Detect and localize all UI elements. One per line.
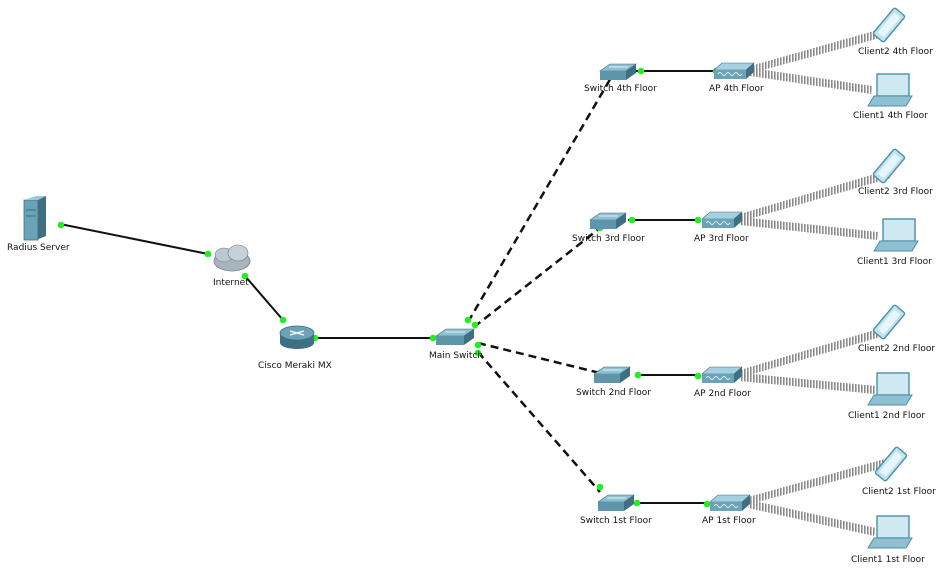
client1-3rd-floor-node[interactable]: Client1 3rd Floor (857, 218, 932, 267)
meraki-mx-label: Cisco Meraki MX (258, 361, 332, 371)
port-up-dot (204, 250, 212, 258)
client2-3rd-floor-label: Client2 3rd Floor (858, 187, 933, 197)
access-point-icon (701, 211, 743, 228)
link-main-switch3[interactable] (473, 227, 601, 328)
laptop-icon (867, 515, 913, 549)
port-up-dot (637, 67, 645, 75)
switch-icon (435, 328, 475, 345)
ap-4th-floor-node[interactable]: AP 4th Floor (709, 62, 764, 94)
port-status-layer (57, 67, 720, 508)
switch-icon (589, 212, 627, 229)
ap-2nd-floor-node[interactable]: AP 2nd Floor (694, 366, 751, 399)
wireless-link-ap3-client1 (740, 217, 878, 240)
meraki-mx-node[interactable]: Cisco Meraki MX (258, 325, 332, 371)
switch-3rd-floor-label: Switch 3rd Floor (572, 234, 645, 244)
link-internet-meraki[interactable] (244, 275, 284, 321)
switch-2nd-floor-label: Switch 2nd Floor (576, 388, 651, 398)
link-radius-internet[interactable] (59, 223, 209, 255)
port-up-dot (279, 316, 287, 324)
link-main-switch2[interactable] (477, 341, 601, 375)
client1-4th-floor-node[interactable]: Client1 4th Floor (853, 73, 928, 121)
client1-2nd-floor-label: Client1 2nd Floor (848, 411, 925, 421)
port-up-dot (474, 349, 482, 357)
wireless-link-ap2-client2 (740, 326, 891, 377)
laptop-icon (867, 73, 913, 107)
access-point-icon (709, 494, 751, 511)
tablet-icon (872, 148, 906, 184)
tablet-icon (874, 446, 908, 482)
port-up-dot (694, 372, 702, 380)
wireless-link-ap2-client1 (740, 373, 876, 394)
client1-1st-floor-label: Client1 1st Floor (851, 555, 925, 565)
wireless-link-ap1-client1 (748, 500, 876, 536)
client2-2nd-floor-node[interactable]: Client2 2nd Floor (858, 304, 935, 354)
router-icon (279, 325, 315, 349)
cloud-icon (213, 244, 251, 272)
link-main-switch4[interactable] (466, 75, 614, 323)
switch-2nd-floor-node[interactable]: Switch 2nd Floor (576, 366, 651, 398)
client1-4th-floor-label: Client1 4th Floor (853, 111, 928, 121)
client1-2nd-floor-node[interactable]: Client1 2nd Floor (848, 372, 925, 421)
client2-4th-floor-node[interactable]: Client2 4th Floor (858, 7, 933, 57)
wireless-link-ap3-client2 (740, 170, 891, 221)
client1-3rd-floor-label: Client1 3rd Floor (857, 257, 932, 267)
port-up-dot (628, 216, 636, 224)
wireless-link-ap1-client2 (748, 458, 891, 504)
switch-1st-floor-label: Switch 1st Floor (580, 516, 652, 526)
access-point-icon (713, 62, 755, 79)
switch-4th-floor-node[interactable]: Switch 4th Floor (584, 63, 657, 94)
switch-3rd-floor-node[interactable]: Switch 3rd Floor (572, 212, 645, 244)
port-up-dot (241, 272, 249, 280)
port-up-dot (694, 216, 702, 224)
switch-4th-floor-label: Switch 4th Floor (584, 84, 657, 94)
ap-3rd-floor-node[interactable]: AP 3rd Floor (694, 211, 749, 244)
laptop-icon (867, 372, 913, 406)
client2-4th-floor-label: Client2 4th Floor (858, 47, 933, 57)
port-up-dot (596, 483, 604, 491)
ap-4th-floor-label: AP 4th Floor (709, 84, 764, 94)
switch-icon (599, 63, 637, 80)
ap-3rd-floor-label: AP 3rd Floor (694, 234, 749, 244)
tablet-icon (872, 7, 906, 43)
wireless-link-ap4-client2 (750, 27, 891, 73)
ap-1st-floor-label: AP 1st Floor (702, 516, 756, 526)
port-up-dot (474, 341, 482, 349)
client2-2nd-floor-label: Client2 2nd Floor (858, 344, 935, 354)
internet-node[interactable]: Internet (213, 244, 251, 288)
main-switch-node[interactable]: Main Switch (429, 328, 483, 361)
switch-1st-floor-node[interactable]: Switch 1st Floor (580, 494, 652, 526)
port-up-dot (464, 316, 472, 324)
port-up-dot (703, 500, 711, 508)
switch-icon (593, 366, 631, 383)
laptop-icon (873, 218, 919, 252)
client2-1st-floor-node[interactable]: Client2 1st Floor (862, 446, 936, 497)
port-up-dot (634, 371, 642, 379)
port-up-dot (633, 499, 641, 507)
tablet-icon (872, 304, 906, 340)
client2-1st-floor-label: Client2 1st Floor (862, 487, 936, 497)
wireless-link-ap4-client1 (750, 68, 872, 94)
server-icon (23, 196, 46, 241)
client2-3rd-floor-node[interactable]: Client2 3rd Floor (858, 148, 933, 197)
radius-server-node[interactable]: Radius Server (7, 196, 70, 253)
ap-2nd-floor-label: AP 2nd Floor (694, 389, 751, 399)
link-main-switch1[interactable] (477, 351, 601, 493)
main-switch-label: Main Switch (429, 351, 483, 361)
radius-server-label: Radius Server (7, 243, 70, 253)
switch-icon (597, 494, 635, 511)
ap-1st-floor-node[interactable]: AP 1st Floor (702, 494, 756, 526)
internet-label: Internet (213, 278, 249, 288)
access-point-icon (701, 366, 743, 383)
links-layer (59, 27, 891, 536)
port-up-dot (429, 334, 437, 342)
client1-1st-floor-node[interactable]: Client1 1st Floor (851, 515, 925, 565)
port-up-dot (57, 221, 65, 229)
port-up-dot (471, 321, 479, 329)
